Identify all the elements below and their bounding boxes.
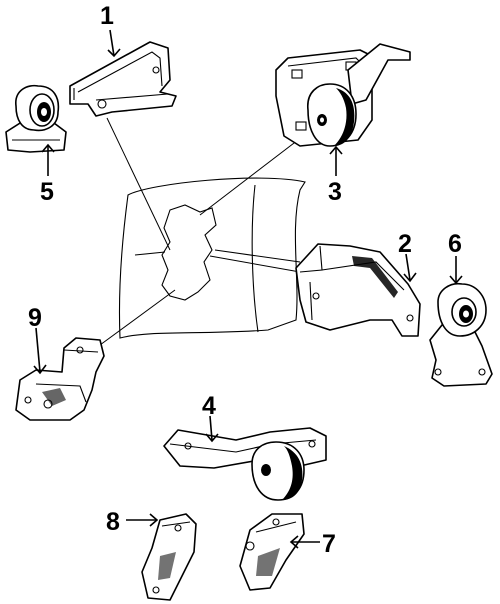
callout-8: 8 (106, 508, 120, 536)
callout-9: 9 (28, 304, 42, 332)
part-7-small-bracket (239, 513, 305, 591)
engine-block-outline (118, 177, 306, 339)
callout-arrows (33, 29, 463, 549)
leader-lines (99, 117, 301, 346)
part-3-upper-right-mount (275, 43, 411, 147)
part-1-upper-bracket (69, 41, 177, 117)
part-4-crossmember-mount (163, 427, 327, 501)
callout-6: 6 (448, 230, 462, 258)
part-8-small-bracket (141, 513, 197, 601)
part-2-right-bracket (295, 243, 421, 337)
callout-2: 2 (398, 230, 412, 258)
callout-5: 5 (40, 178, 54, 206)
callout-1: 1 (100, 2, 114, 30)
part-5-left-mount (5, 84, 67, 153)
callout-7: 7 (322, 530, 336, 558)
callout-labels: 1 5 3 2 6 9 4 8 7 (28, 2, 462, 558)
callout-3: 3 (328, 178, 342, 206)
part-6-right-mount (429, 282, 493, 387)
part-9-left-lower-bracket (15, 337, 105, 421)
callout-4: 4 (202, 392, 216, 420)
